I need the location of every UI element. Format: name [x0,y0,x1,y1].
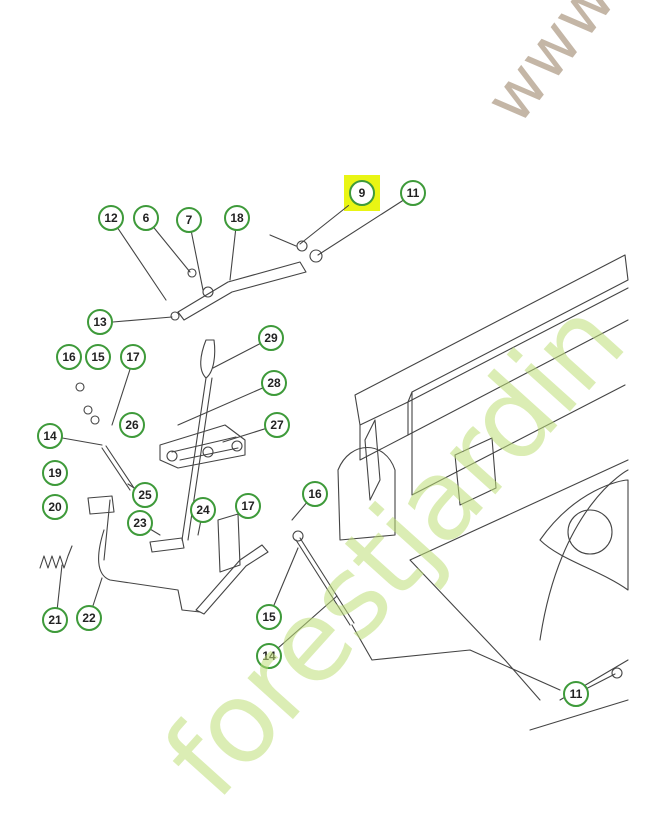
callout-9[interactable]: 9 [349,180,375,206]
callout-15-right[interactable]: 15 [256,604,282,630]
callout-23[interactable]: 23 [127,510,153,536]
callout-19[interactable]: 19 [42,460,68,486]
callout-24[interactable]: 24 [190,497,216,523]
callout-21[interactable]: 21 [42,607,68,633]
callout-7[interactable]: 7 [176,207,202,233]
parts-diagram: 9 11 12 6 7 18 13 29 16 15 17 28 14 26 2… [37,0,652,822]
callout-25[interactable]: 25 [132,482,158,508]
callout-16-left[interactable]: 16 [56,344,82,370]
line-art [39,193,629,731]
callout-28[interactable]: 28 [261,370,287,396]
callout-27[interactable]: 27 [264,412,290,438]
callout-26[interactable]: 26 [119,412,145,438]
callout-6[interactable]: 6 [133,205,159,231]
callout-20[interactable]: 20 [42,494,68,520]
callout-14-right[interactable]: 14 [256,643,282,669]
callout-13[interactable]: 13 [87,309,113,335]
callout-22[interactable]: 22 [76,605,102,631]
callout-18[interactable]: 18 [224,205,250,231]
callout-11-bottom[interactable]: 11 [563,681,589,707]
callout-11-top[interactable]: 11 [400,180,426,206]
callout-15-left[interactable]: 15 [85,344,111,370]
callout-16-right[interactable]: 16 [302,481,328,507]
callout-17-right[interactable]: 17 [235,493,261,519]
callout-17-left[interactable]: 17 [120,344,146,370]
callout-12[interactable]: 12 [98,205,124,231]
callout-29[interactable]: 29 [258,325,284,351]
callout-14-left[interactable]: 14 [37,423,63,449]
